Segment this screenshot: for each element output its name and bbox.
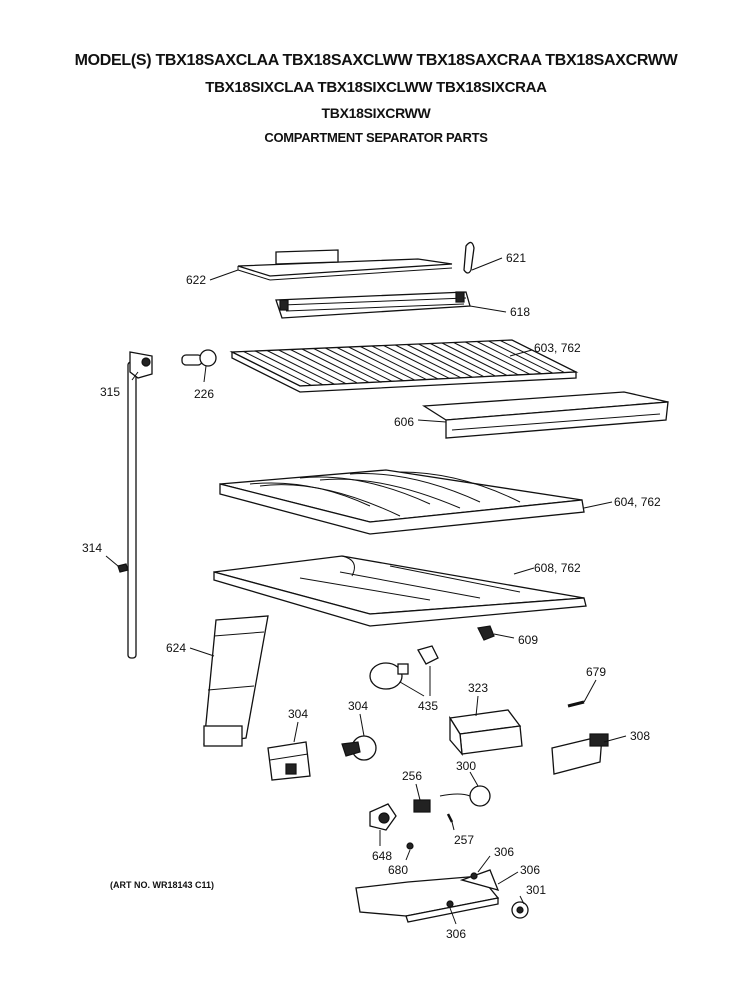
part-608-tray <box>213 555 587 627</box>
part-648-motor <box>369 803 397 831</box>
label-300: 300 <box>456 759 476 773</box>
shelf-wire <box>360 346 427 381</box>
shelf-wire <box>500 340 565 374</box>
shelf-wire <box>301 348 370 383</box>
label-306-right: 306 <box>520 863 540 877</box>
part-609-clip <box>477 625 495 641</box>
label-315: 315 <box>100 385 120 399</box>
label-622: 622 <box>186 273 206 287</box>
part-304-knob <box>341 735 377 761</box>
shelf-wire <box>313 348 381 383</box>
diagram-title: COMPARTMENT SEPARATOR PARTS <box>264 130 488 145</box>
shelf-wire <box>371 345 439 380</box>
shelf-wire <box>336 347 404 382</box>
label-621: 621 <box>506 251 526 265</box>
art-number: (ART NO. WR18143 C11) <box>110 880 215 890</box>
label-308: 308 <box>630 729 650 743</box>
shelf-wire <box>255 350 324 386</box>
label-618: 618 <box>510 305 530 319</box>
label-608: 608, 762 <box>534 561 581 575</box>
header-models-line-1: MODEL(S) TBX18SAXCLAA TBX18SAXCLWW TBX18… <box>74 52 678 69</box>
part-621-probe <box>463 241 475 274</box>
part-300-thermostat <box>439 785 491 807</box>
part-301-cap <box>511 901 529 919</box>
label-606: 606 <box>394 415 414 429</box>
label-648: 648 <box>372 849 392 863</box>
part-308-bracket <box>551 733 609 775</box>
part-680-screw <box>406 842 414 850</box>
shelf-wire <box>488 340 554 374</box>
label-304-knob: 304 <box>348 699 368 713</box>
shelf-wire <box>406 344 473 378</box>
shelf-wire <box>383 345 450 379</box>
shelf-wire <box>348 346 416 381</box>
part-606-cover <box>421 391 669 439</box>
part-226-shaft <box>181 349 217 367</box>
part-679-screw <box>567 700 585 708</box>
shelf-wire <box>441 342 508 376</box>
label-314: 314 <box>82 541 102 555</box>
shelf-wire <box>453 342 519 376</box>
label-435: 435 <box>418 699 438 713</box>
label-257: 257 <box>454 833 474 847</box>
shelf-wire <box>465 341 531 375</box>
part-323-control <box>448 709 523 756</box>
header-models-line-2: TBX18SIXCLAA TBX18SIXCLWW TBX18SIXCRAA <box>205 79 547 96</box>
label-304-housing: 304 <box>288 707 308 721</box>
label-306-top: 306 <box>494 845 514 859</box>
label-306-bottom: 306 <box>446 927 466 941</box>
label-256: 256 <box>402 769 422 783</box>
shelf-wire <box>476 341 542 375</box>
shelf-wire <box>278 349 347 385</box>
part-622-cover <box>237 249 453 281</box>
shelf-wire <box>418 343 485 378</box>
label-226: 226 <box>194 387 214 401</box>
part-624-duct <box>203 615 269 747</box>
part-315-rod-assembly <box>117 351 153 659</box>
label-301: 301 <box>526 883 546 897</box>
part-604-tray <box>219 469 585 535</box>
shelf-wire <box>395 344 462 379</box>
part-603-shelf <box>229 339 579 393</box>
leader-lines <box>105 257 627 925</box>
label-323: 323 <box>468 681 488 695</box>
shelf-wire <box>290 349 358 384</box>
part-256-switch <box>413 799 431 813</box>
label-609: 609 <box>518 633 538 647</box>
header-models-line-3: TBX18SIXCRWW <box>321 105 431 121</box>
part-257-screw <box>446 813 454 823</box>
part-304-housing <box>267 741 311 781</box>
part-306-bracket <box>355 869 500 923</box>
label-624: 624 <box>166 641 186 655</box>
shelf-wire <box>266 350 335 385</box>
label-680: 680 <box>388 863 408 877</box>
shelf-wire <box>243 351 312 386</box>
shelf-wire <box>430 343 496 377</box>
label-604: 604, 762 <box>614 495 661 509</box>
label-603: 603, 762 <box>534 341 581 355</box>
label-679: 679 <box>586 665 606 679</box>
part-435-bulb <box>369 645 439 690</box>
shelf-wire <box>325 347 393 382</box>
part-618-rail <box>275 291 471 319</box>
